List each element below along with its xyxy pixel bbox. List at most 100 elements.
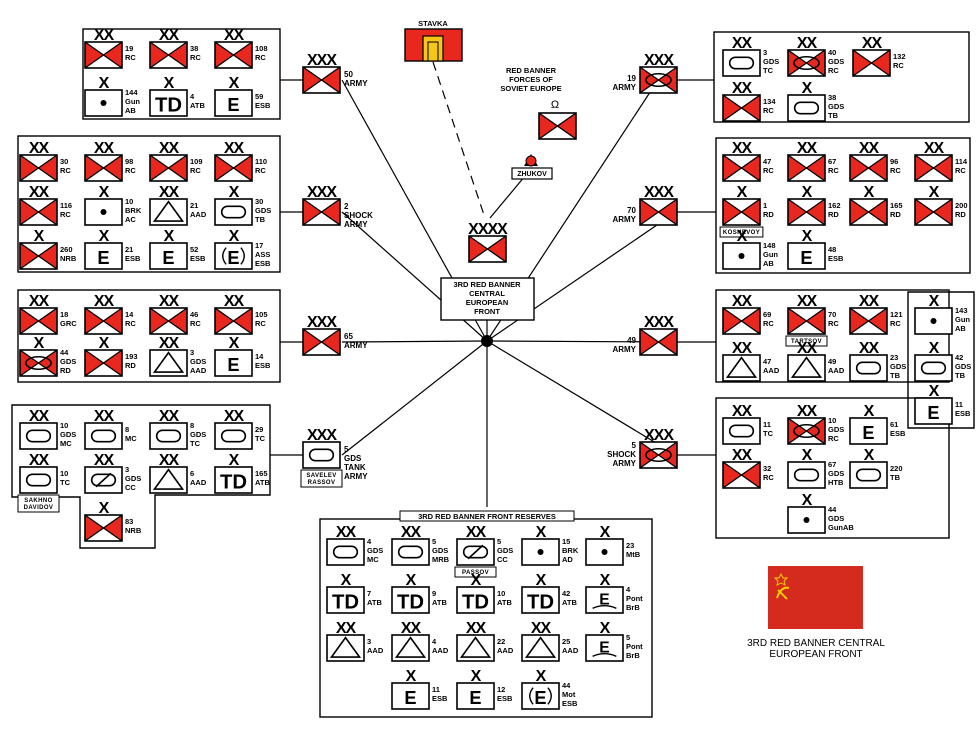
unit-label: 110 — [255, 157, 267, 166]
commander-tag — [719, 226, 764, 238]
commander-name: SAKHNO — [24, 498, 52, 504]
unit-frame — [149, 242, 188, 270]
unit-label: 49 — [828, 357, 836, 366]
echelon-mark: X — [229, 335, 240, 352]
unit-label: RC — [125, 53, 136, 62]
unit-frame — [19, 307, 58, 335]
unit-label: 10 — [60, 469, 68, 478]
unit-label: TC — [763, 429, 774, 438]
commander-tag — [300, 469, 343, 488]
unit-label: RD — [890, 210, 901, 219]
unit-group-box — [17, 289, 281, 383]
front-hq-symbol: XXXX — [468, 221, 509, 263]
unit-frame — [391, 682, 430, 710]
army-label: 19 — [627, 74, 636, 83]
unit-label: RC — [828, 434, 839, 443]
unit-label: ESB — [255, 259, 271, 268]
unit-label: 105 — [255, 310, 268, 319]
unit-label: BRK — [562, 546, 579, 555]
unit-label: 29 — [255, 425, 263, 434]
unit-label: AD — [562, 555, 573, 564]
unit-group-box — [715, 137, 971, 274]
unit-label: 260 — [60, 245, 73, 254]
unit-group-box — [715, 289, 950, 383]
svg-text:TD: TD — [462, 591, 489, 613]
echelon-mark: XX — [224, 293, 245, 310]
unit-label: 17 — [255, 241, 263, 250]
unit-label: MRB — [432, 555, 450, 564]
unit-label: 114 — [955, 157, 968, 166]
unit-label: NRB — [125, 526, 142, 535]
forces-label: SOVIET EUROPE — [500, 84, 561, 93]
unit-label: 30 — [60, 157, 68, 166]
unit-frame — [849, 461, 888, 489]
echelon-mark: X — [99, 500, 110, 517]
svg-text:E: E — [534, 688, 546, 708]
unit-label: 4 — [190, 92, 195, 101]
echelon-mark: XX — [159, 408, 180, 425]
unit-label: 3 — [125, 465, 129, 474]
echelon-mark: X — [929, 293, 940, 310]
unit-frame — [149, 89, 188, 117]
unit-label: 10 — [497, 589, 505, 598]
hub-node — [481, 335, 493, 347]
commander-name: DAVIDOV — [24, 505, 54, 511]
unit-frame — [787, 49, 826, 77]
unit-label: ESB — [255, 361, 271, 370]
unit-label: 5 — [626, 633, 630, 642]
unit-label: 108 — [255, 44, 268, 53]
unit-label: 14 — [125, 310, 134, 319]
echelon-mark: XXX — [307, 52, 337, 69]
unit-label: ESB — [255, 101, 271, 110]
unit-label: RC — [190, 319, 201, 328]
unit-frame — [787, 417, 826, 445]
unit-frame — [639, 66, 678, 94]
unit-frame — [19, 242, 58, 270]
unit-label: TB — [890, 371, 901, 380]
unit-frame — [214, 154, 253, 182]
unit-frame — [521, 538, 560, 566]
unit-label: RD — [955, 210, 966, 219]
echelon-mark: XX — [401, 524, 422, 541]
unit-label: RC — [828, 319, 839, 328]
unit-label: 143 — [955, 306, 968, 315]
unit-label: 162 — [828, 201, 841, 210]
echelon-mark: XX — [94, 27, 115, 44]
echelon-mark: XX — [159, 293, 180, 310]
unit-label: ESB — [432, 694, 448, 703]
echelon-mark: XX — [732, 403, 753, 420]
unit-frame — [787, 242, 826, 270]
army-label: 50 — [344, 70, 353, 79]
echelon-mark: X — [600, 620, 611, 637]
reserves-title: 3RD RED BANNER FRONT RESERVES — [418, 512, 556, 521]
connector-line — [341, 211, 488, 342]
unit-label: CC — [125, 483, 136, 492]
unit-label: Gun — [763, 250, 778, 259]
echelon-mark: X — [406, 668, 417, 685]
svg-text:TD: TD — [332, 591, 359, 613]
echelon-mark: XX — [531, 620, 552, 637]
echelon-mark: X — [164, 75, 175, 92]
unit-frame — [214, 89, 253, 117]
echelon-mark: X — [929, 340, 940, 357]
unit-label: RD — [763, 210, 774, 219]
unit-frame — [214, 198, 253, 226]
unit-label: TC — [60, 478, 71, 487]
unit-label: ATB — [562, 598, 577, 607]
echelon-mark: XX — [159, 140, 180, 157]
echelon-mark: XXX — [644, 52, 674, 69]
unit-label: 14 — [255, 352, 264, 361]
echelon-mark: X — [600, 524, 611, 541]
unit-label: RC — [828, 166, 839, 175]
